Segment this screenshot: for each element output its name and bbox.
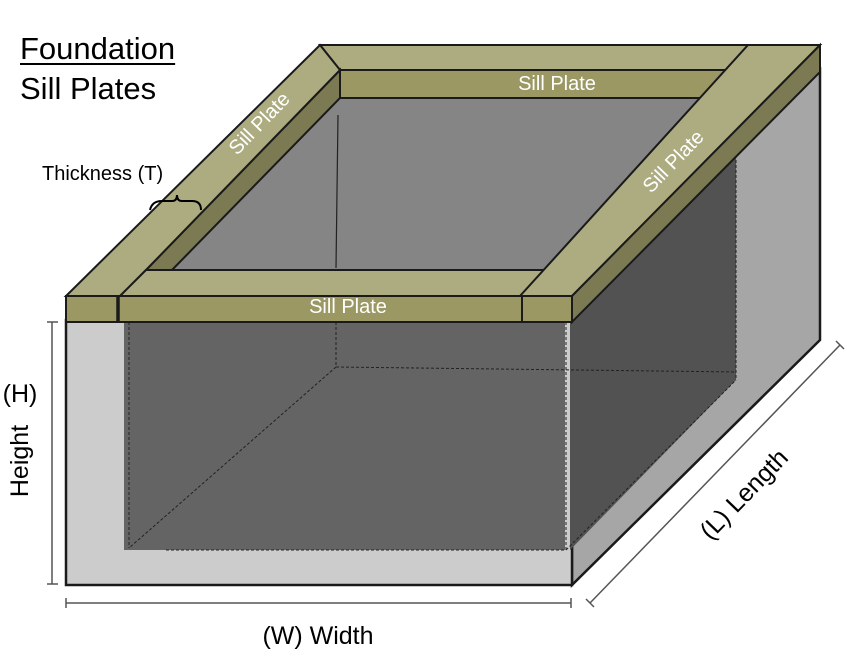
front-sill-plate-top bbox=[117, 269, 573, 297]
thickness-label: Thickness (T) bbox=[42, 163, 163, 185]
interior-front-cutaway bbox=[124, 320, 565, 550]
length-dimension-line bbox=[585, 340, 845, 608]
width-dimension-line bbox=[65, 598, 572, 608]
hidden-lines bbox=[128, 155, 737, 551]
back-sill-plate-label: Sill Plate bbox=[518, 73, 596, 95]
diagram-subtitle: Sill Plates bbox=[20, 71, 157, 106]
width-label: (W) Width bbox=[262, 622, 373, 650]
length-label: (L) Length bbox=[695, 444, 794, 545]
interior-corner-line bbox=[335, 114, 339, 269]
left-sill-plate-end bbox=[65, 295, 119, 323]
interior-right-wall bbox=[570, 152, 736, 550]
thickness-brace-icon bbox=[149, 194, 202, 211]
height-dimension-line bbox=[47, 321, 58, 585]
height-symbol: (H) bbox=[3, 380, 38, 408]
front-sill-plate-label: Sill Plate bbox=[309, 296, 387, 318]
diagram-title: Foundation bbox=[20, 31, 176, 66]
height-label: Height bbox=[6, 425, 34, 497]
front-sill-plate-face bbox=[117, 295, 523, 323]
right-sill-plate-end bbox=[521, 295, 573, 323]
